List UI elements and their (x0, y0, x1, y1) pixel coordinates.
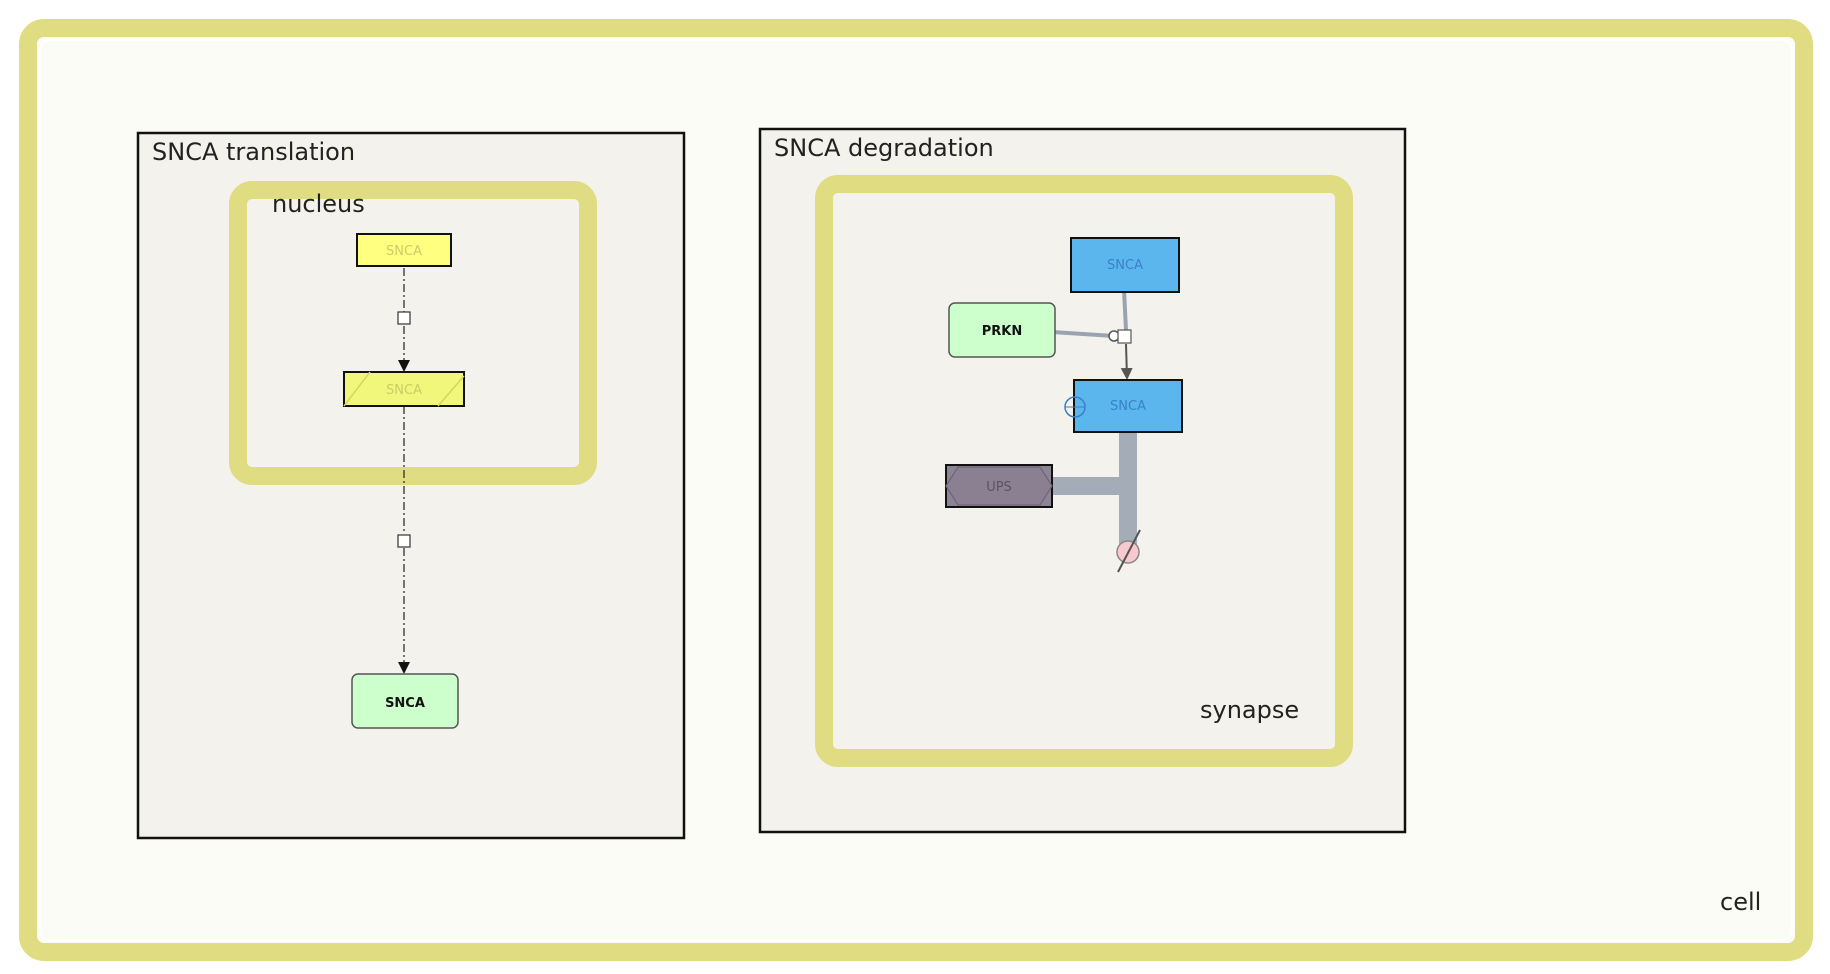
snca-gene-node[interactable]: SNCA (356, 233, 452, 267)
prkn-node[interactable]: PRKN (948, 302, 1056, 358)
prkn-label: PRKN (982, 324, 1023, 339)
prkn-catalysis-edge (1051, 330, 1115, 338)
degradation-sink (1116, 529, 1141, 573)
nucleus-compartment[interactable] (229, 181, 597, 485)
ubiquitination-process-node (1117, 329, 1132, 344)
cell-label: cell (1720, 888, 1761, 916)
snca-ubiquitinated-label: SNCA (1110, 399, 1146, 414)
snca-rna-label: SNCA (386, 383, 422, 398)
snca-synapse-node[interactable]: SNCA (1070, 237, 1180, 293)
ups-node[interactable]: UPS (945, 464, 1053, 508)
snca-protein-label: SNCA (385, 696, 425, 711)
synapse-label: synapse (1200, 696, 1299, 724)
submap-degradation-title: SNCA degradation (774, 134, 994, 162)
snca-ubiquitinated-node[interactable]: SNCA (1064, 379, 1183, 433)
degradation-edge (1041, 423, 1141, 573)
transcription-edge (397, 268, 411, 372)
snca-protein-node[interactable]: SNCA (351, 673, 459, 729)
ubiquitination-edge (1051, 289, 1133, 380)
submap-translation-title: SNCA translation (152, 138, 355, 166)
translation-edge (397, 406, 411, 674)
nucleus-label: nucleus (272, 190, 365, 218)
translation-process-node (397, 534, 411, 548)
snca-gene-label: SNCA (386, 244, 422, 259)
snca-synapse-label: SNCA (1107, 258, 1143, 273)
ups-label: UPS (986, 480, 1012, 495)
transcription-process-node (397, 311, 411, 325)
snca-rna-node[interactable]: SNCA (343, 371, 465, 407)
ubiquitin-state-icon (1064, 396, 1086, 418)
